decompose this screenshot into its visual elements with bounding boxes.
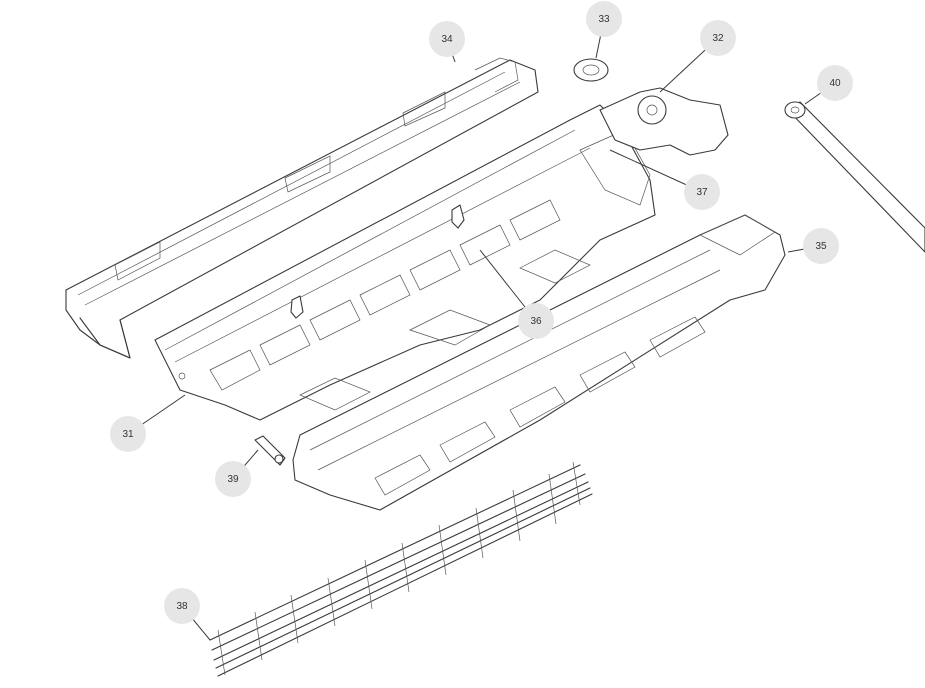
part-39-pin	[254, 435, 286, 466]
part-36-clip	[290, 204, 465, 319]
callout-31: 31	[110, 416, 146, 452]
part-35-front-tray	[292, 214, 786, 511]
callout-39: 39	[215, 461, 251, 497]
part-38-wire-grille	[209, 461, 593, 677]
callout-32: 32	[700, 20, 736, 56]
callout-35: 35	[803, 228, 839, 264]
part-40-rod	[784, 101, 925, 253]
callout-38: 38	[164, 588, 200, 624]
callout-33: 33	[586, 1, 622, 37]
callout-40: 40	[817, 65, 853, 101]
callout-37: 37	[684, 174, 720, 210]
part-34-rear-cover	[65, 57, 539, 359]
part-32-motor-assembly	[599, 87, 729, 156]
callout-36: 36	[518, 303, 554, 339]
part-33-bearing	[573, 58, 609, 82]
callout-34: 34	[429, 21, 465, 57]
